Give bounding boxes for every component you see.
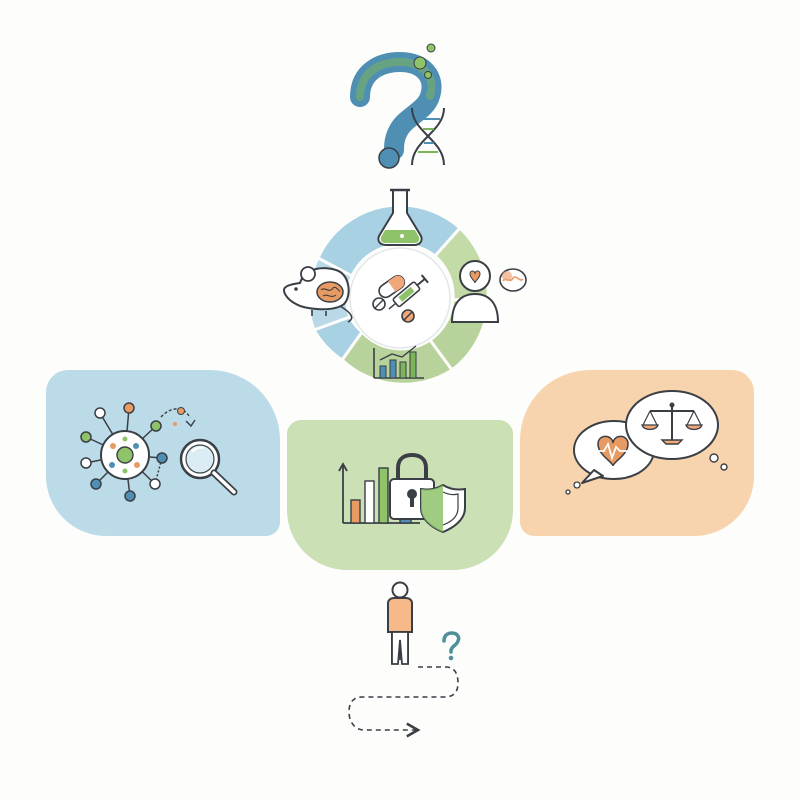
flask-icon — [377, 188, 423, 246]
shield-icon — [420, 483, 466, 534]
human-brain-icon — [450, 260, 527, 323]
molecule-network-icon — [80, 402, 168, 502]
person-icon — [387, 581, 413, 665]
mouse-brain-icon — [282, 266, 353, 323]
dna-helix-icon — [411, 107, 445, 166]
bar-chart-icon — [373, 345, 424, 379]
magnifier-icon — [179, 438, 238, 496]
scales-speech-bubble-icon — [625, 390, 728, 471]
question-mark-icon — [442, 631, 461, 661]
dashed-path-arrow-icon — [348, 666, 459, 738]
pill-syringe-icon — [372, 274, 429, 323]
dotted-arrow-icon — [160, 407, 196, 428]
question-mark-icon — [350, 43, 442, 169]
